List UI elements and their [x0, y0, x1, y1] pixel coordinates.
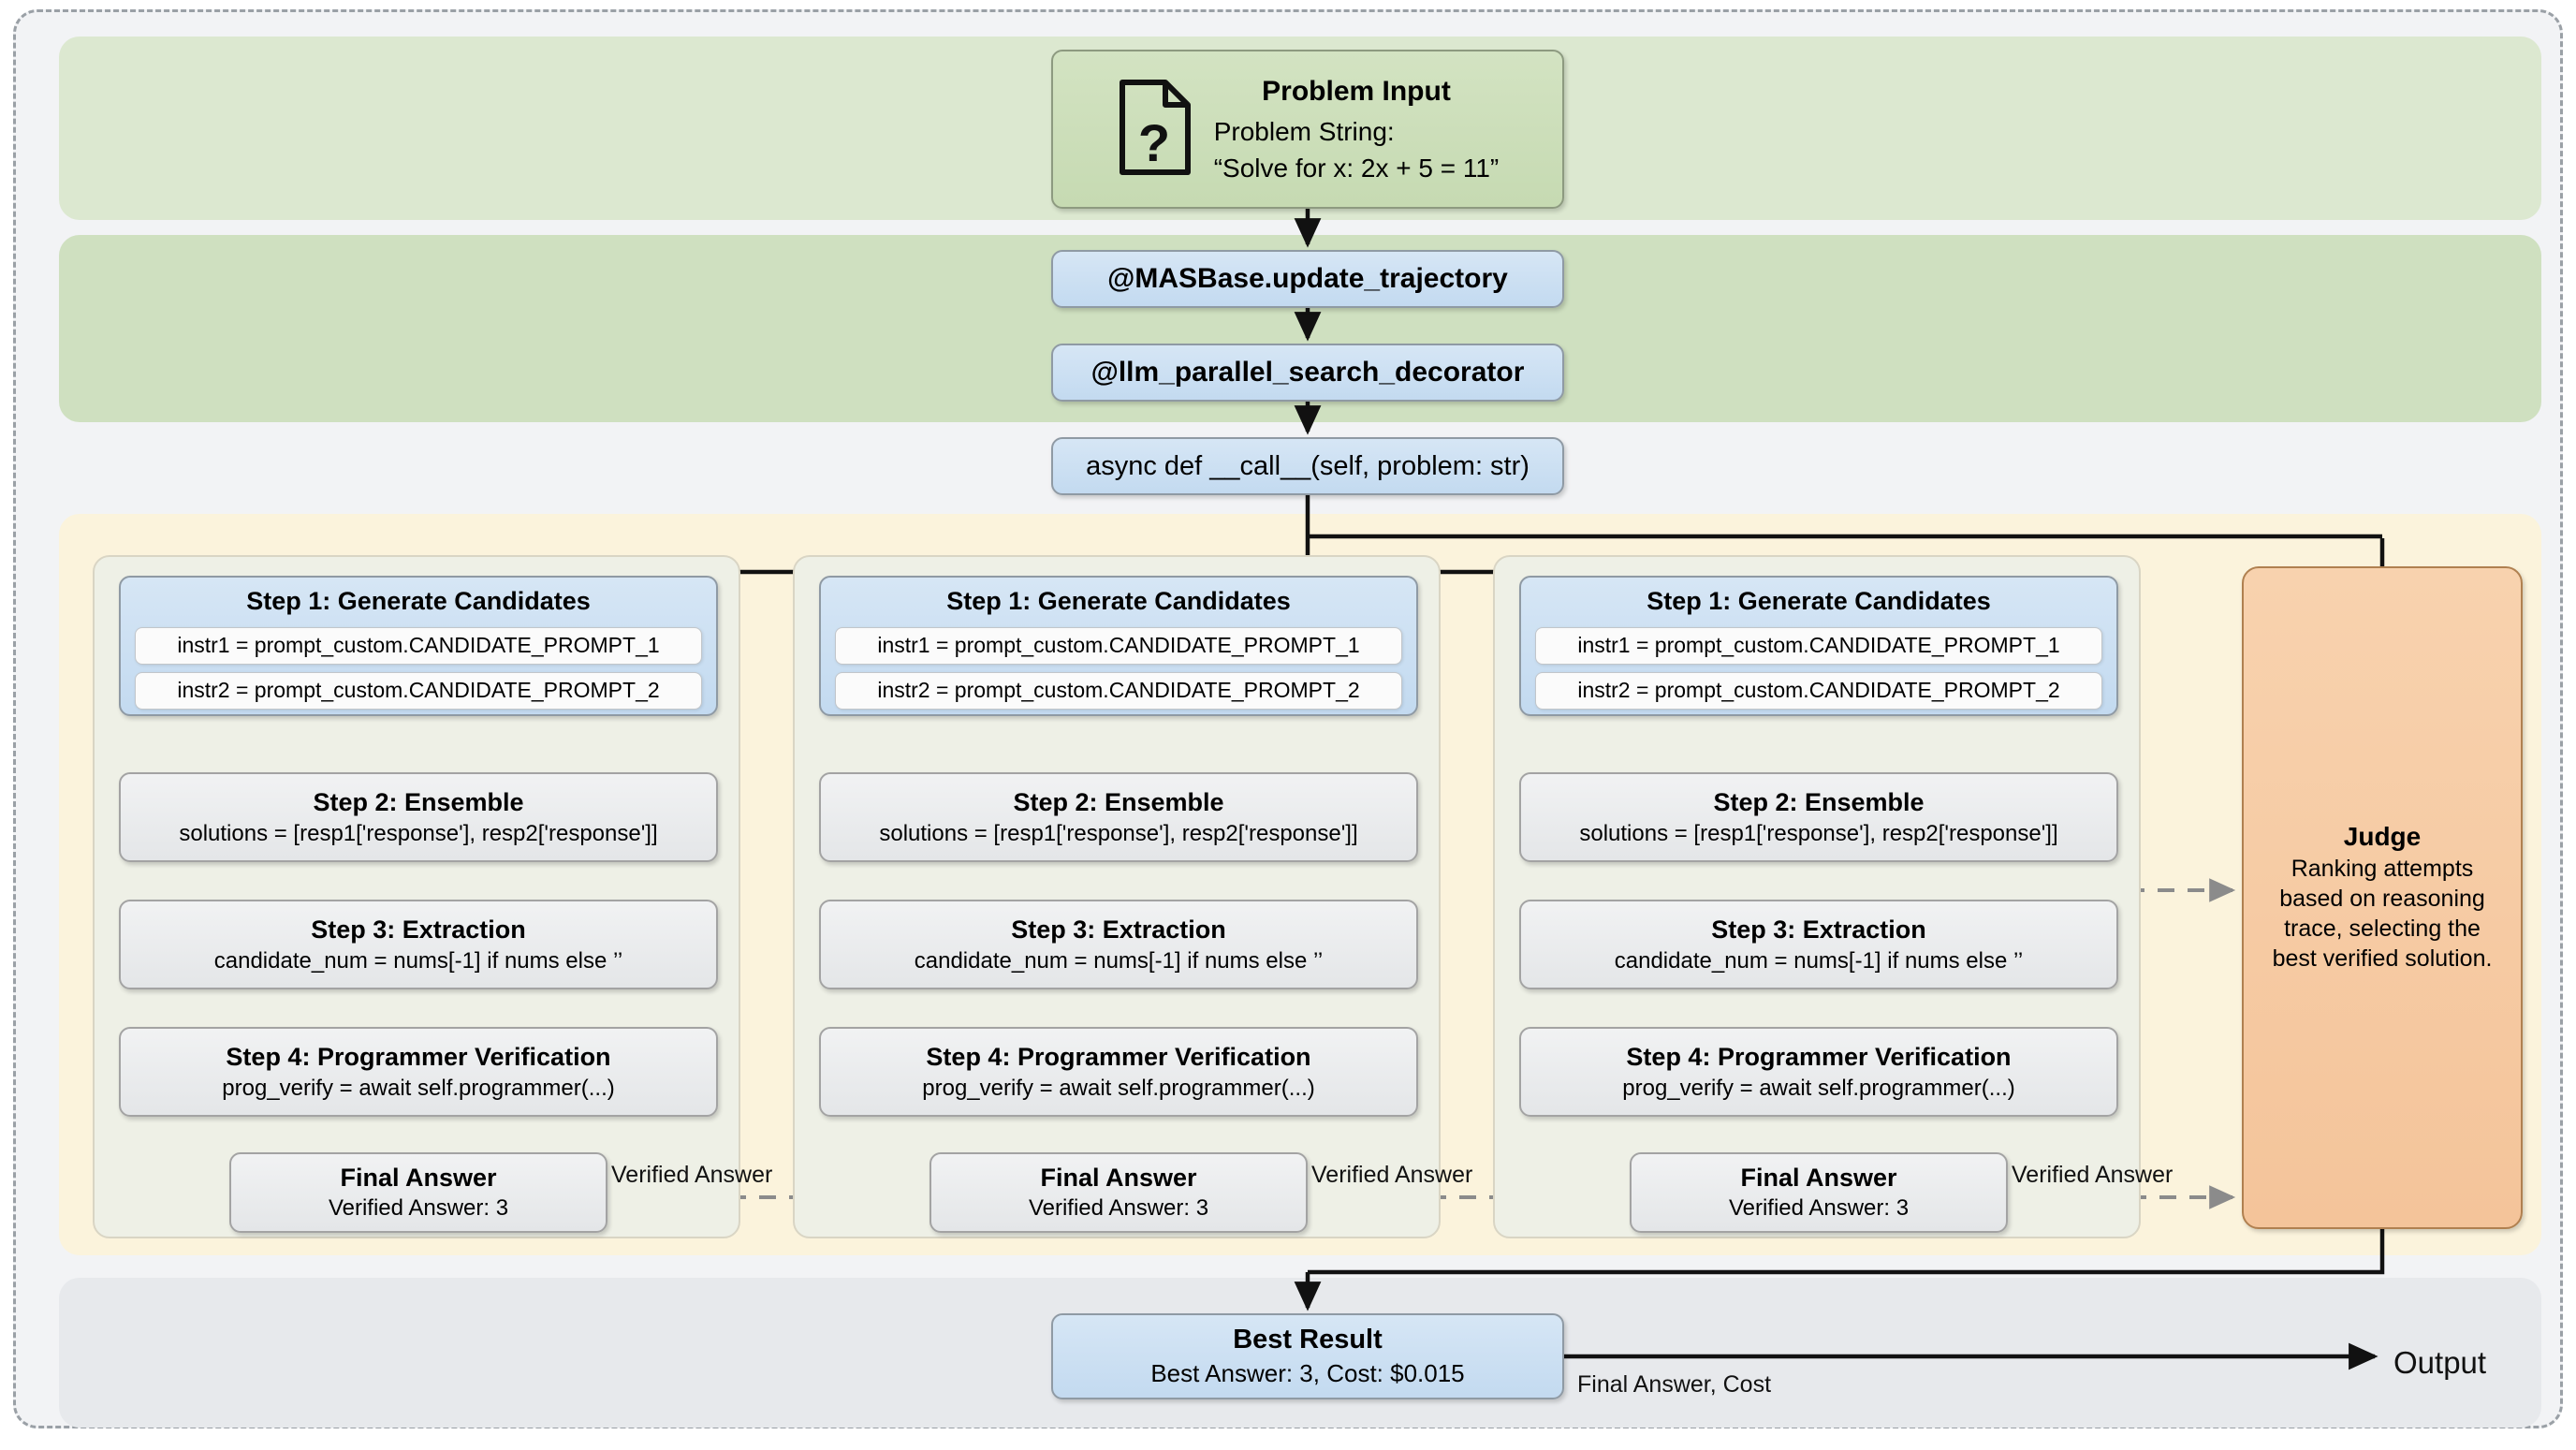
parallel-branch-0: Step 1: Generate Candidates instr1 = pro…: [93, 555, 740, 1238]
call-signature-label: async def __call__(self, problem: str): [1086, 450, 1530, 481]
edge-label-final-answer-cost: Final Answer, Cost: [1577, 1371, 1772, 1398]
step-code: candidate_num = nums[-1] if nums else ’’: [1614, 947, 2024, 974]
step-title: Step 2: Ensemble: [1013, 787, 1224, 816]
output-label: Output: [2393, 1345, 2487, 1380]
step-title: Step 4: Programmer Verification: [226, 1042, 611, 1071]
document-question-icon: ?: [1117, 79, 1193, 181]
edge-label-verified-answer-1: Verified Answer: [1311, 1162, 1473, 1188]
step-code: prog_verify = await self.programmer(...): [922, 1075, 1315, 1101]
step-3-extraction[interactable]: Step 3: Extraction candidate_num = nums[…: [819, 900, 1418, 989]
judge-title: Judge: [2343, 822, 2422, 851]
step-code: prog_verify = await self.programmer(...): [1622, 1075, 2015, 1101]
final-answer-value: Verified Answer: 3: [1728, 1195, 1910, 1221]
diagram-frame: ? Problem Input Problem String: “Solve f…: [13, 9, 2563, 1428]
step-3-extraction[interactable]: Step 3: Extraction candidate_num = nums[…: [119, 900, 718, 989]
step-title: Step 1: Generate Candidates: [1647, 586, 1991, 615]
decorator-update-trajectory[interactable]: @MASBase.update_trajectory: [1051, 250, 1564, 308]
judge-node[interactable]: Judge Ranking attempts based on reasonin…: [2242, 566, 2523, 1229]
step-title: Step 1: Generate Candidates: [246, 586, 591, 615]
step-2-ensemble[interactable]: Step 2: Ensemble solutions = [resp1['res…: [119, 772, 718, 862]
step-title: Step 2: Ensemble: [313, 787, 524, 816]
step-title: Step 3: Extraction: [1711, 915, 1926, 944]
edge-label-verified-answer-0: Verified Answer: [611, 1162, 773, 1188]
prompt-line-2: instr2 = prompt_custom.CANDIDATE_PROMPT_…: [1535, 671, 2102, 710]
decorator-llm-parallel-search[interactable]: @llm_parallel_search_decorator: [1051, 344, 1564, 402]
final-answer-node[interactable]: Final Answer Verified Answer: 3: [229, 1152, 607, 1233]
prompt-line-2: instr2 = prompt_custom.CANDIDATE_PROMPT_…: [835, 671, 1402, 710]
problem-string-value: “Solve for x: 2x + 5 = 11”: [1213, 153, 1500, 183]
parallel-branch-1: Step 1: Generate Candidates instr1 = pro…: [793, 555, 1441, 1238]
final-answer-node[interactable]: Final Answer Verified Answer: 3: [929, 1152, 1308, 1233]
step-4-programmer-verification[interactable]: Step 4: Programmer Verification prog_ver…: [119, 1027, 718, 1117]
step-2-ensemble[interactable]: Step 2: Ensemble solutions = [resp1['res…: [819, 772, 1418, 862]
step-title: Step 1: Generate Candidates: [946, 586, 1291, 615]
svg-text:?: ?: [1138, 113, 1170, 172]
step-2-ensemble[interactable]: Step 2: Ensemble solutions = [resp1['res…: [1519, 772, 2118, 862]
step-4-programmer-verification[interactable]: Step 4: Programmer Verification prog_ver…: [819, 1027, 1418, 1117]
prompt-line-1: instr1 = prompt_custom.CANDIDATE_PROMPT_…: [835, 626, 1402, 665]
step-title: Step 4: Programmer Verification: [1626, 1042, 2012, 1071]
step-code: prog_verify = await self.programmer(...): [222, 1075, 615, 1101]
problem-string-label: Problem String:: [1213, 117, 1395, 147]
final-answer-title: Final Answer: [340, 1164, 497, 1192]
prompt-line-1: instr1 = prompt_custom.CANDIDATE_PROMPT_…: [135, 626, 702, 665]
prompt-line-1: instr1 = prompt_custom.CANDIDATE_PROMPT_…: [1535, 626, 2102, 665]
edge-label-verified-answer-2: Verified Answer: [2012, 1162, 2174, 1188]
final-answer-value: Verified Answer: 3: [328, 1195, 509, 1221]
final-answer-value: Verified Answer: 3: [1028, 1195, 1209, 1221]
step-code: candidate_num = nums[-1] if nums else ’’: [213, 947, 623, 974]
best-result-node[interactable]: Best Result Best Answer: 3, Cost: $0.015: [1051, 1313, 1564, 1399]
step-title: Step 4: Programmer Verification: [926, 1042, 1311, 1071]
step-code: solutions = [resp1['response'], resp2['r…: [179, 820, 658, 846]
step-code: solutions = [resp1['response'], resp2['r…: [1579, 820, 2058, 846]
prompt-line-2: instr2 = prompt_custom.CANDIDATE_PROMPT_…: [135, 671, 702, 710]
step-title: Step 3: Extraction: [311, 915, 526, 944]
decorator-label: @MASBase.update_trajectory: [1107, 263, 1508, 294]
call-signature-node[interactable]: async def __call__(self, problem: str): [1051, 437, 1564, 495]
final-answer-title: Final Answer: [1040, 1164, 1197, 1192]
problem-input-text: Problem Input Problem String: “Solve for…: [1214, 72, 1500, 187]
step-code: solutions = [resp1['response'], resp2['r…: [879, 820, 1358, 846]
step-code: candidate_num = nums[-1] if nums else ’’: [914, 947, 1324, 974]
parallel-branch-2: Step 1: Generate Candidates instr1 = pro…: [1493, 555, 2141, 1238]
step-title: Step 2: Ensemble: [1713, 787, 1925, 816]
judge-description: Ranking attempts based on reasoning trac…: [2272, 856, 2493, 972]
problem-input-node: ? Problem Input Problem String: “Solve f…: [1051, 50, 1564, 209]
final-answer-node[interactable]: Final Answer Verified Answer: 3: [1630, 1152, 2008, 1233]
step-1-generate-candidates[interactable]: Step 1: Generate Candidates instr1 = pro…: [119, 576, 718, 716]
decorator-label: @llm_parallel_search_decorator: [1090, 357, 1525, 388]
step-4-programmer-verification[interactable]: Step 4: Programmer Verification prog_ver…: [1519, 1027, 2118, 1117]
step-title: Step 3: Extraction: [1011, 915, 1226, 944]
step-3-extraction[interactable]: Step 3: Extraction candidate_num = nums[…: [1519, 900, 2118, 989]
step-1-generate-candidates[interactable]: Step 1: Generate Candidates instr1 = pro…: [819, 576, 1418, 716]
final-answer-title: Final Answer: [1740, 1164, 1897, 1192]
best-result-value: Best Answer: 3, Cost: $0.015: [1150, 1359, 1465, 1387]
problem-input-title: Problem Input: [1262, 75, 1451, 107]
best-result-title: Best Result: [1233, 1325, 1383, 1355]
step-1-generate-candidates[interactable]: Step 1: Generate Candidates instr1 = pro…: [1519, 576, 2118, 716]
